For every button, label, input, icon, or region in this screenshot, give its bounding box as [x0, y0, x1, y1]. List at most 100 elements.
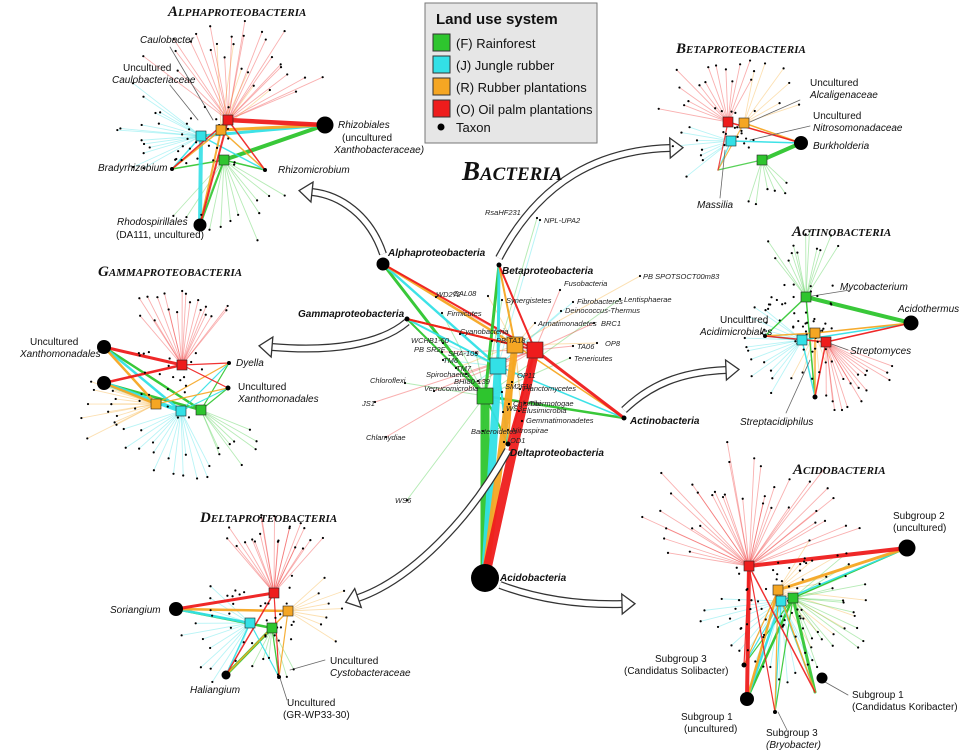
acido-rainforest-taxon-dot — [810, 637, 814, 640]
actino-oilpalm-faint-edge — [825, 341, 852, 384]
acido-cluster-dot — [756, 600, 760, 603]
alpha-oilpalm-faint-edge — [210, 49, 229, 121]
acido-oilpalm-faint-edge — [667, 552, 750, 567]
alpha-main-edge — [198, 134, 203, 227]
acido-cluster-dot — [802, 617, 805, 620]
acido-oilpalm-taxon-dot — [723, 493, 726, 496]
actino-streptacidiphilus-node — [812, 394, 818, 400]
gamma-xanthomonadales-node — [97, 340, 111, 354]
acido-oilpalm-faint-edge — [748, 507, 790, 567]
delta-oilpalm-node — [268, 587, 280, 599]
minor-phylum-label: PB SR2F — [414, 345, 446, 354]
minor-phylum-dot — [476, 379, 480, 383]
gamma-main-edge — [180, 362, 230, 412]
label-bryobacter: (Bryobacter) — [766, 740, 821, 751]
actino-rainforest-taxon-dot — [829, 234, 833, 237]
beta-jungle-taxon-dot — [680, 131, 683, 134]
delta-rubber-faint-edge — [287, 608, 343, 612]
alpha-main-edge — [171, 159, 225, 170]
gamma-cluster-dot — [176, 416, 180, 419]
acido-cluster-dot — [798, 615, 801, 618]
beta-jungle-taxon-dot — [671, 145, 674, 148]
minor-phylum-dot — [432, 389, 436, 393]
phylum-node-gamma — [404, 316, 410, 322]
acido-oilpalm-faint-edge — [748, 510, 817, 567]
actino-main-edge — [825, 322, 912, 343]
acido-rainforest-faint-edge — [792, 597, 864, 642]
gamma-oilpalm-taxon-dot — [146, 295, 149, 298]
gamma-rubber-node — [150, 398, 162, 410]
actino-cluster-dot — [811, 350, 814, 353]
gamma-jungle-faint-edge — [173, 410, 182, 475]
minor-phylum-dot — [441, 341, 445, 345]
beta-oilpalm-faint-edge — [725, 68, 729, 123]
center-edge-actino — [533, 348, 626, 420]
acido-oilpalm-faint-edge — [748, 495, 766, 567]
acido-main-edge — [748, 565, 816, 693]
actino-rainforest-taxon-dot — [808, 230, 811, 233]
actino-cluster-dot — [816, 294, 819, 298]
legend-swatch-oilpalm — [432, 99, 451, 118]
actino-cluster-dot — [802, 348, 805, 351]
phylum-node-alpha — [376, 257, 390, 271]
actino-oilpalm-faint-edge — [825, 341, 890, 381]
gamma-cluster-dot — [200, 368, 204, 371]
callout-line — [749, 99, 801, 123]
gamma-jungle-faint-edge — [125, 410, 182, 449]
gamma-oilpalm-taxon-dot — [167, 308, 170, 311]
delta-jungle-faint-edge — [209, 622, 251, 649]
gamma-xanthomonadales-node-2 — [97, 376, 111, 390]
acido-jungle-taxon-dot — [804, 651, 807, 654]
delta-main-edge — [278, 610, 289, 678]
arrow-to-alpha-fill — [311, 189, 386, 255]
beta-oilpalm-faint-edge — [679, 87, 729, 123]
actino-jungle-faint-edge — [747, 339, 803, 352]
acido-cluster-dot — [800, 608, 803, 611]
acido-main-edge — [776, 546, 909, 592]
beta-oilpalm-faint-edge — [687, 100, 729, 123]
gamma-oilpalm-faint-edge — [164, 293, 183, 366]
acido-main-edge — [747, 546, 909, 568]
acido-cluster-dot — [788, 566, 791, 570]
gamma-cluster-dot — [147, 393, 151, 396]
gamma-rubber-taxon-dot — [113, 421, 116, 424]
gamma-cluster-dot — [183, 391, 186, 394]
minor-phylum-dot — [405, 498, 409, 502]
gamma-rubber-faint-edge — [80, 403, 157, 419]
acido-cluster-dot — [799, 617, 802, 620]
delta-oilpalm-faint-edge — [273, 537, 324, 594]
gamma-jungle-taxon-dot — [122, 427, 125, 431]
alpha-cluster-dot — [185, 122, 189, 125]
minor-phylum-dot — [403, 381, 407, 385]
acido-jungle-taxon-dot — [786, 681, 789, 684]
gamma-oilpalm-taxon-dot — [188, 301, 192, 304]
gamma-oilpalm-taxon-dot — [197, 298, 200, 302]
delta-main-edge — [271, 627, 280, 678]
beta-rubber-faint-edge — [743, 82, 790, 124]
minor-phylum-dot — [486, 294, 490, 298]
actino-jungle-taxon-dot — [748, 315, 751, 319]
center-jungle-node — [489, 357, 507, 375]
delta-main-edge — [174, 607, 290, 613]
gamma-jungle-taxon-dot — [206, 475, 209, 479]
alpha-main-edge — [199, 119, 229, 226]
beta-jungle-taxon-dot — [688, 126, 691, 129]
acido-rainforest-taxon-dot — [862, 639, 865, 643]
delta-cluster-dot — [290, 623, 293, 627]
legend-label-taxon: Taxon — [456, 120, 491, 135]
alpha-oilpalm-taxon-dot — [279, 63, 282, 66]
minor-phylum-label: Nitrospirae — [512, 426, 548, 435]
gamma-oilpalm-node — [176, 359, 188, 371]
center-edge-alpha — [382, 263, 536, 351]
acido-oilpalm-faint-edge — [660, 472, 750, 567]
alpha-oilpalm-taxon-dot — [209, 48, 212, 52]
minor-phylum-label: Chloroflexi — [370, 376, 406, 385]
delta-oilpalm-taxon-dot — [243, 541, 247, 544]
delta-oilpalm-taxon-dot — [259, 516, 263, 519]
center-edge-gamma — [406, 318, 486, 397]
actino-jungle-faint-edge — [765, 309, 803, 341]
gamma-jungle-faint-edge — [153, 410, 182, 471]
acido-oilpalm-taxon-dot — [759, 465, 762, 468]
center-faint-edge — [441, 312, 486, 397]
alpha-jungle-taxon-dot — [148, 146, 151, 149]
